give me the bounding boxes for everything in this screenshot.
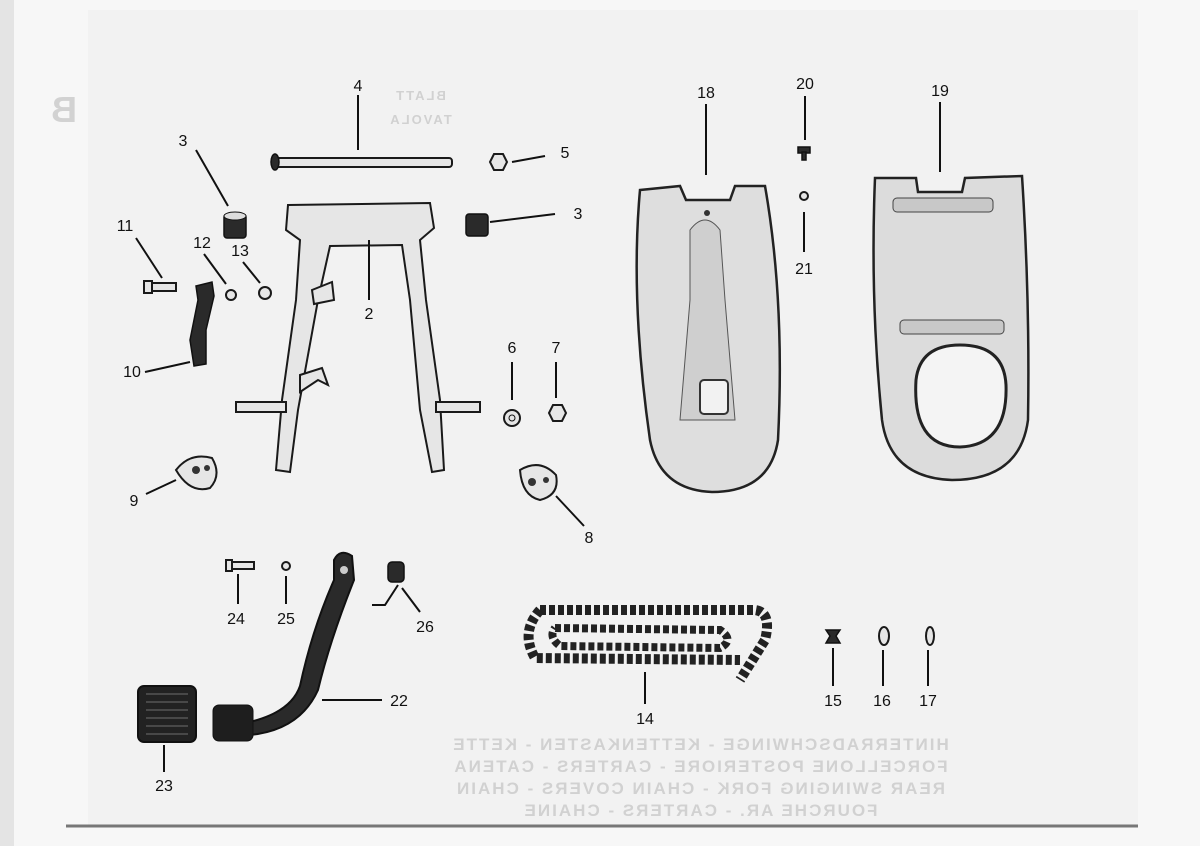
part-25-washer	[281, 561, 291, 571]
callout-15: 15	[824, 693, 842, 710]
part-8-adjuster-plate	[518, 464, 558, 502]
part-18-chain-cover	[635, 184, 782, 494]
part-12-washer	[225, 289, 237, 301]
ghost-header-tavola: TAVOLA	[388, 112, 452, 127]
callout-12: 12	[193, 235, 211, 252]
callout-3-left: 3	[179, 133, 188, 150]
part-2-swinging-fork	[235, 201, 481, 474]
callout-17: 17	[919, 693, 937, 710]
bleed-through-text: BLATT TAVOLA B HINTERRADSCHWINGE - KETTE…	[49, 88, 949, 820]
part-20-screw	[797, 146, 811, 161]
callout-11: 11	[117, 218, 134, 235]
callout-19: 19	[931, 83, 949, 100]
callout-25: 25	[277, 611, 295, 628]
part-24-bolt	[225, 559, 255, 572]
callout-2: 2	[365, 306, 374, 323]
callout-6: 6	[508, 340, 517, 357]
callout-7: 7	[552, 340, 561, 357]
ghost-title-de: HINTERRADSCHWINGE - KETTENKASTEN - KETTE	[451, 735, 948, 754]
callout-21: 21	[795, 261, 813, 278]
callout-13: 13	[231, 243, 249, 260]
ghost-title-en: REAR SWINGING FORK - CHAIN COVERS - CHAI…	[455, 779, 945, 798]
part-13-washer	[258, 286, 272, 300]
callout-9: 9	[130, 493, 139, 510]
part-17-connecting-link	[925, 626, 935, 646]
callout-22: 22	[390, 693, 408, 710]
binding-edge	[0, 0, 14, 846]
ghost-title-fr: FOURCHE AR. - CARTERS - CHAINE	[523, 801, 878, 820]
callout-3-right: 3	[574, 206, 583, 223]
ghost-title-it: FORCELLONE POSTERIORE - CARTERS - CATENA	[452, 757, 947, 776]
part-10-chain-tensioner	[189, 281, 215, 367]
callout-5: 5	[561, 145, 570, 162]
callout-16: 16	[873, 693, 891, 710]
part-16-link-plate	[878, 626, 890, 646]
callout-20: 20	[796, 76, 814, 93]
ghost-header-blatt: BLATT	[394, 88, 446, 103]
part-7-nut	[547, 404, 568, 422]
part-11-bolt	[143, 280, 177, 294]
callout-24: 24	[227, 611, 245, 628]
part-22-brake-pedal	[212, 551, 356, 742]
part-3-bushing-right	[465, 213, 489, 237]
part-5-nut	[488, 153, 509, 171]
callout-labels: 4 5 3 3 11 12 13 2 10 6 7 9 8 18 20 21 1…	[117, 76, 949, 795]
part-23-pedal-rubber	[137, 685, 197, 743]
callout-26: 26	[416, 619, 434, 636]
part-14-chain	[523, 605, 772, 683]
part-9-adjuster-plate	[174, 455, 218, 491]
callout-23: 23	[155, 778, 173, 795]
ghost-letter: B	[49, 89, 77, 130]
callout-18: 18	[697, 85, 715, 102]
part-19-chain-cover	[872, 174, 1030, 482]
part-3-bushing-left	[223, 211, 247, 239]
callout-14: 14	[636, 711, 654, 728]
part-6-washer	[503, 409, 521, 427]
callout-10: 10	[123, 364, 141, 381]
part-4-spindle	[270, 153, 453, 171]
part-15-chain-clip	[824, 629, 842, 644]
callout-4: 4	[354, 78, 363, 95]
callout-8: 8	[585, 530, 594, 547]
part-26-spring	[372, 561, 405, 606]
leader-lines	[135, 95, 941, 772]
part-21-washer	[799, 191, 809, 201]
